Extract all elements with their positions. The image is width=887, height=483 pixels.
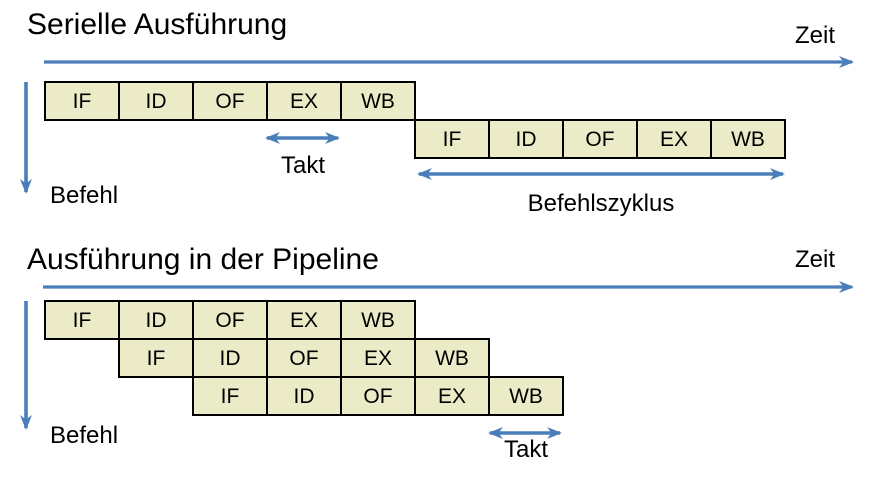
stage-cell-id: ID bbox=[488, 119, 564, 159]
pipeline-clock-label: Takt bbox=[503, 436, 548, 463]
stage-cell-wb: WB bbox=[710, 119, 786, 159]
serial-clock-label: Takt bbox=[280, 152, 325, 179]
stage-cell-ex: EX bbox=[636, 119, 712, 159]
stage-cell-if: IF bbox=[44, 81, 120, 121]
stage-cell-id: ID bbox=[118, 81, 194, 121]
stage-cell-ex: EX bbox=[414, 376, 490, 416]
stage-cell-wb: WB bbox=[488, 376, 564, 416]
stage-cell-of: OF bbox=[562, 119, 638, 159]
stage-cell-id: ID bbox=[266, 376, 342, 416]
stage-cell-if: IF bbox=[414, 119, 490, 159]
pipeline-section-title: Ausführung in der Pipeline bbox=[27, 243, 379, 276]
stage-cell-ex: EX bbox=[266, 81, 342, 121]
stage-cell-id: ID bbox=[192, 338, 268, 378]
stage-cell-of: OF bbox=[266, 338, 342, 378]
pipeline-time-axis-label: Zeit bbox=[795, 246, 836, 273]
serial-time-axis-label: Zeit bbox=[795, 22, 836, 49]
stage-cell-if: IF bbox=[118, 338, 194, 378]
stage-cell-wb: WB bbox=[340, 300, 416, 340]
stage-cell-if: IF bbox=[44, 300, 120, 340]
stage-cell-ex: EX bbox=[266, 300, 342, 340]
serial-instruction-axis-label: Befehl bbox=[50, 182, 119, 209]
stage-cell-wb: WB bbox=[340, 81, 416, 121]
stage-cell-of: OF bbox=[340, 376, 416, 416]
stage-cell-ex: EX bbox=[340, 338, 416, 378]
pipeline-instruction-axis-label: Befehl bbox=[50, 422, 119, 449]
stage-cell-of: OF bbox=[192, 81, 268, 121]
stage-cell-wb: WB bbox=[414, 338, 490, 378]
instruction-cycle-label: Befehlszyklus bbox=[527, 190, 675, 217]
stage-cell-of: OF bbox=[192, 300, 268, 340]
stage-cell-if: IF bbox=[192, 376, 268, 416]
serial-section-title: Serielle Ausführung bbox=[27, 8, 288, 41]
stage-cell-id: ID bbox=[118, 300, 194, 340]
